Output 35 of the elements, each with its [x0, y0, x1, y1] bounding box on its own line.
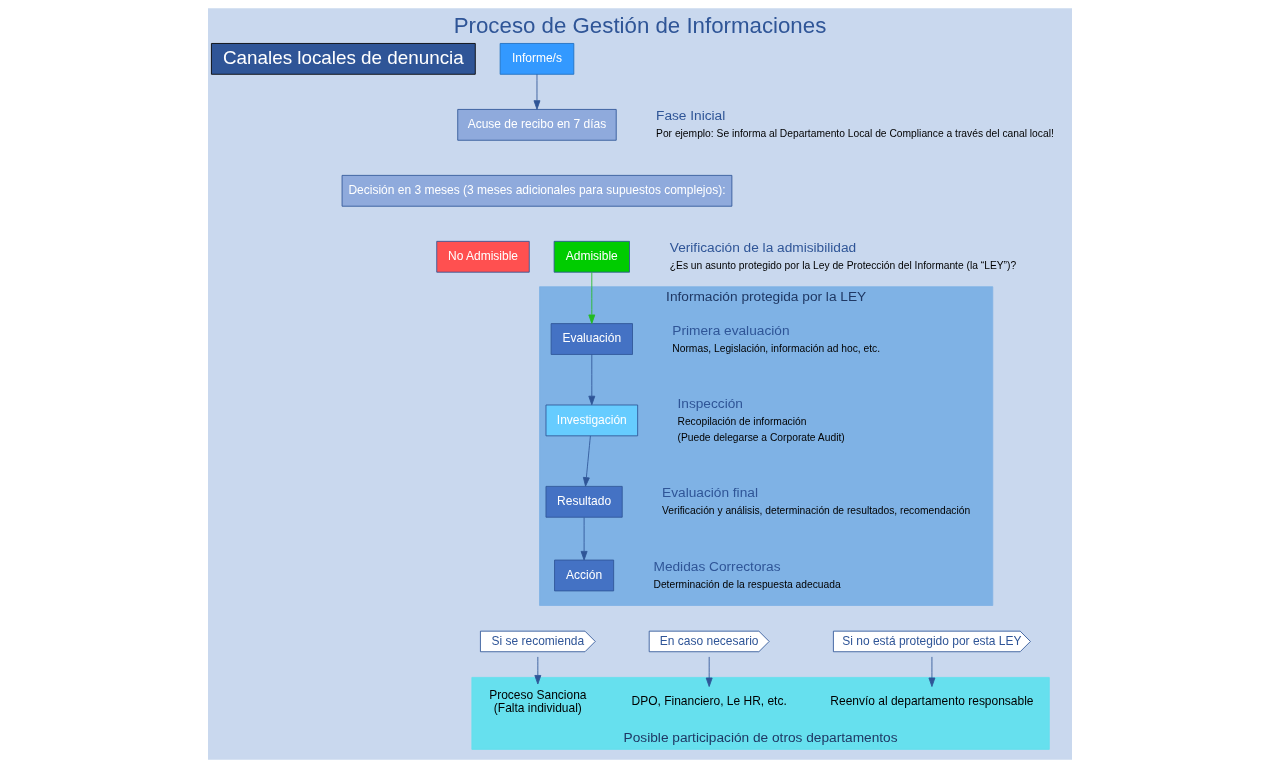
node-label: Primera evaluación: [672, 322, 790, 338]
node-box: Resultado: [545, 485, 623, 518]
arrow: [580, 517, 588, 561]
node-box: Investigación: [545, 404, 639, 437]
node-box: Canales locales de denuncia: [211, 43, 476, 75]
arrow: [588, 354, 596, 406]
arrow: [588, 271, 596, 324]
arrow: [534, 656, 542, 685]
arrow: [582, 435, 591, 487]
arrow: [928, 656, 936, 687]
node-text: Reenvío al departamento responsable: [830, 694, 1034, 709]
node-text: Proceso Sanciona (Falta individual): [489, 688, 587, 715]
node-label: Verificación de la admisibilidad: [669, 240, 857, 256]
node-label: Por ejemplo: Se informa al Departamento Local de Compliance a través del canal local!: [656, 128, 1054, 140]
node-box: Decisión en 3 meses (3 meses adicionales para supuestos complejos):: [341, 174, 733, 207]
node-label: Normas, Legislación, información ad hoc, etc.: [672, 342, 881, 354]
node-box: No Admisible: [436, 240, 530, 273]
node-label: Evaluación final: [662, 485, 758, 501]
node-box: Acuse de recibo en 7 días: [457, 109, 617, 141]
node-label: Recopilación de información: [677, 416, 807, 428]
node-label: ¿Es un asunto protegido por la Ley de Protección del Informante (la “LEY”)?: [669, 260, 1017, 272]
node-text: DPO, Financiero, Le HR, etc.: [631, 694, 787, 709]
node-box: Acción: [554, 559, 615, 592]
node-label: (Puede delegarse a Corporate Audit): [677, 431, 845, 443]
node-label: Fase Inicial: [656, 108, 726, 124]
node-label: Determinación de la respuesta adecuada: [653, 578, 841, 590]
diagram-title: Proceso de Gestión de Informaciones: [453, 13, 827, 38]
node-label: Medidas Correctoras: [653, 559, 781, 575]
arrow: [705, 656, 713, 687]
node-box: Informe/s: [499, 43, 575, 75]
node-box: Admisible: [553, 240, 630, 273]
node-label: Verificación y análisis, determinación de resultados, recomendación: [662, 505, 971, 517]
arrow: [533, 73, 541, 110]
node-label: Inspección: [677, 396, 743, 412]
node-box: Evaluación: [550, 323, 633, 355]
